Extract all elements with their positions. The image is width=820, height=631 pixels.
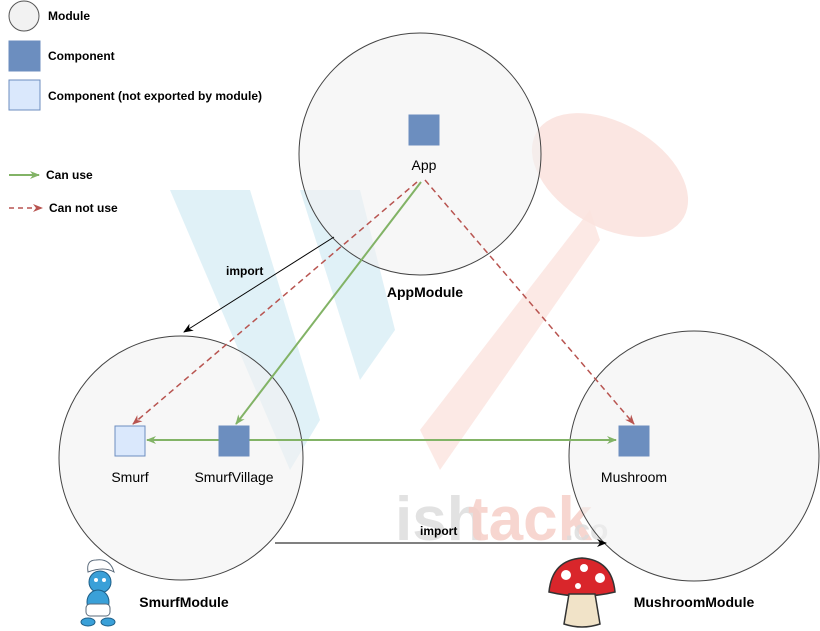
smurf-component[interactable] [114,425,146,457]
legend-can-use-label: Can use [46,168,93,182]
smurf-component-label: Smurf [111,469,148,485]
legend-can-not-use-label: Can not use [49,201,118,215]
smurfvillage-component[interactable] [218,425,250,457]
mushroom-component[interactable] [618,425,650,457]
legend-module-label: Module [48,9,90,23]
legend-component-label: Component [48,49,115,63]
mushroom-component-label: Mushroom [601,469,667,485]
app-module-circle[interactable] [298,32,542,276]
can-not-use-edge-app-to-smurf[interactable] [132,181,418,425]
import-edge-smurf-to-mushroom-label: import [420,524,457,538]
can-not-use-edge-app-to-mushroom[interactable] [424,179,635,425]
legend-component-not-exported-label: Component (not exported by module) [48,89,262,103]
smurf-module-circle[interactable] [58,335,304,581]
watermark-red-swoosh [531,113,689,237]
smurf-module-label: SmurfModule [139,594,229,610]
legend-component-icon [8,40,41,72]
smurf-icon [80,559,116,627]
legend-module-icon [8,0,40,32]
mushroom-icon [548,557,616,628]
smurfvillage-component-label: SmurfVillage [194,469,273,485]
legend: Module Component Component (not exported… [8,0,262,215]
legend-component-not-exported-icon [8,79,41,111]
app-component[interactable] [408,114,440,146]
watermark-red-slash [420,210,600,470]
mushroom-module-label: MushroomModule [634,594,755,610]
import-edge-app-to-smurf-label: import [226,264,263,278]
mushroom-module-circle[interactable] [568,330,820,582]
import-edge-app-to-smurf[interactable] [183,236,335,333]
app-module-label: AppModule [387,284,463,300]
app-component-label: App [412,157,437,173]
can-use-edge-app-to-smurfvillage[interactable] [235,181,422,425]
